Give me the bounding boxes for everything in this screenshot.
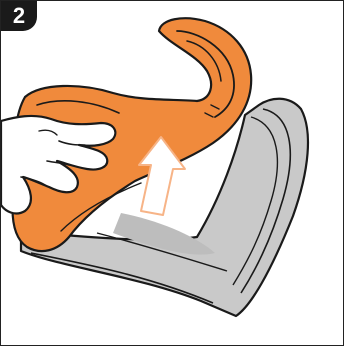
step-number-badge: 2 [1,1,37,31]
